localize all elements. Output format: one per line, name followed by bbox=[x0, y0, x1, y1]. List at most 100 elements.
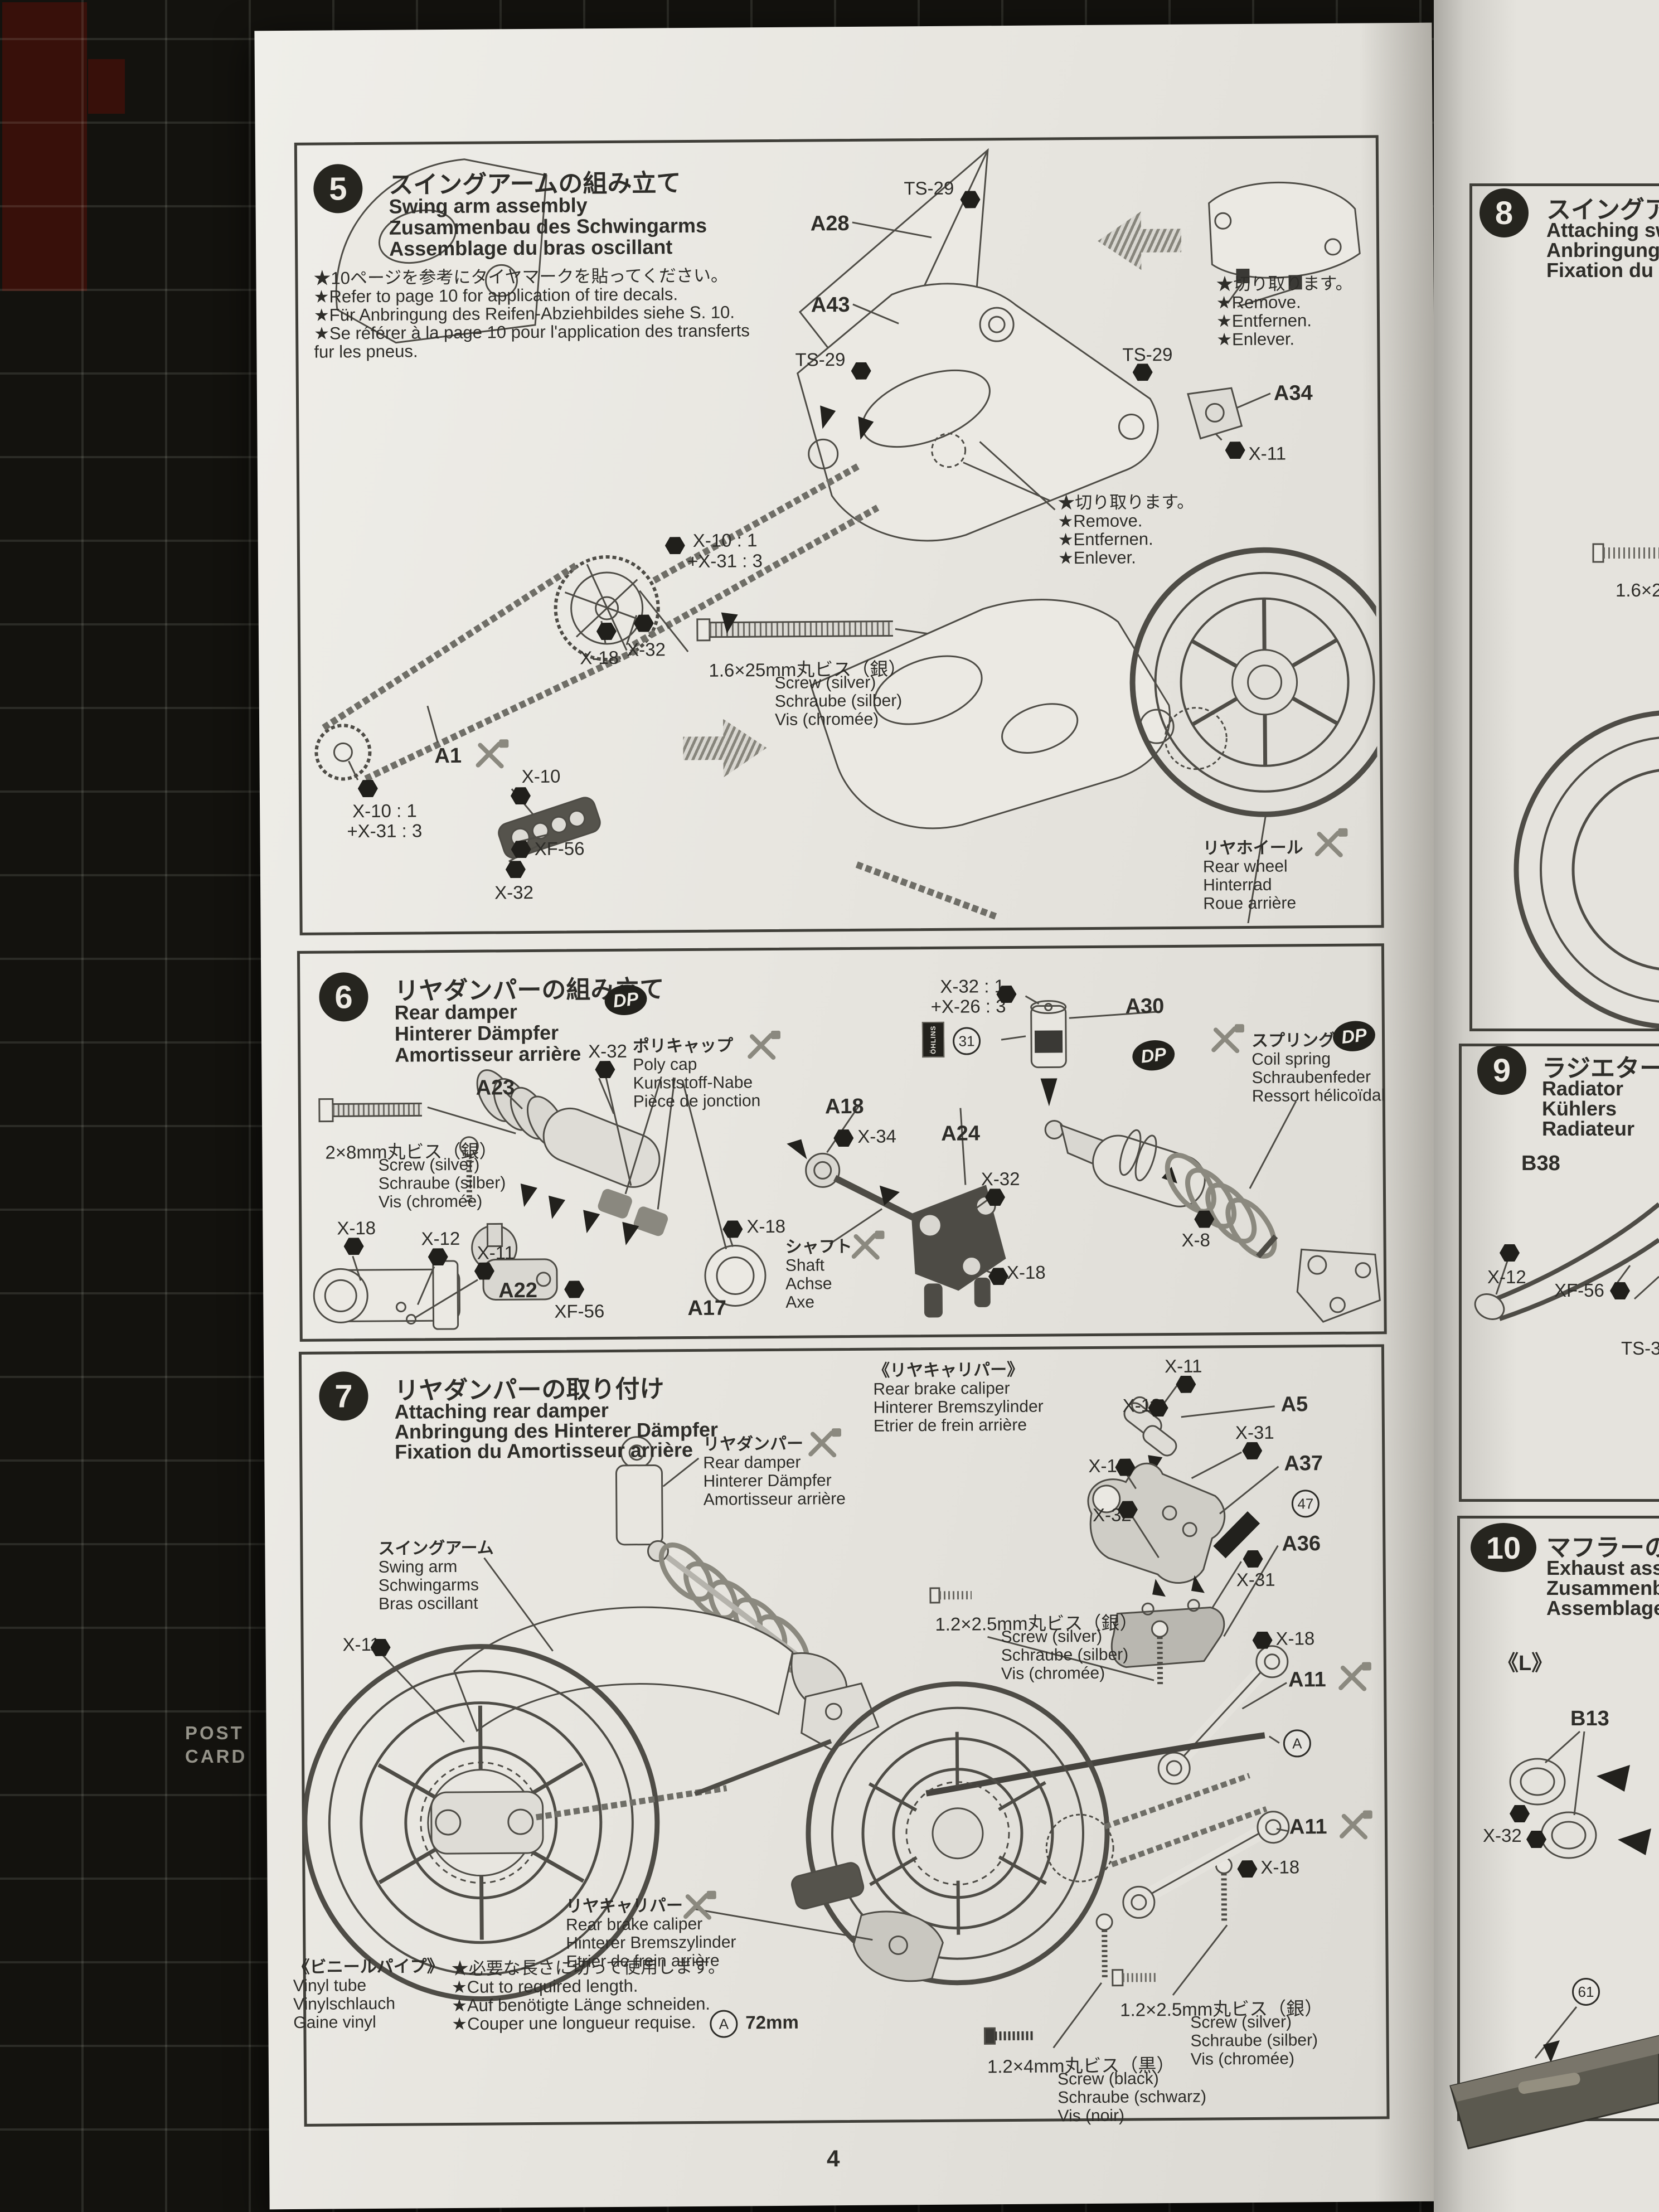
paint-label-x32: X-32 bbox=[981, 1168, 1020, 1190]
vinyl-tube-block: 《ビニールパイプ》 Vinyl tube Vinylschlauch Gaine… bbox=[293, 1957, 444, 2032]
shaft-jp: シャフト bbox=[785, 1237, 852, 1257]
circled-47-text: 47 bbox=[1297, 1495, 1314, 1512]
paint-label-x32: X-32 bbox=[1483, 1825, 1522, 1846]
paint-tools-icon bbox=[1314, 828, 1348, 857]
remove-line: ★切り取ります。 bbox=[1058, 492, 1195, 513]
paint-label-ts29: TS-29 bbox=[904, 177, 954, 199]
ohlins-text: ÖHLINS bbox=[929, 1025, 938, 1054]
paint-label-x34: X-34 bbox=[857, 1126, 897, 1147]
circled-31-text: 31 bbox=[958, 1032, 975, 1050]
paint-tools-icon bbox=[748, 1030, 781, 1060]
note-line: ★Se référer à la page 10 pour l'applicat… bbox=[314, 321, 750, 343]
paint-ratio-label: X-32 : 1 bbox=[940, 976, 1005, 997]
caliper-de: Hinterer Bremszylinder bbox=[566, 1933, 736, 1953]
part-label-a11: A11 bbox=[1288, 1668, 1326, 1692]
screw-en: Screw (silver) bbox=[1001, 1627, 1103, 1647]
step7-number: 7 bbox=[319, 1371, 368, 1421]
paint-label-ts30: TS-30 bbox=[1621, 1338, 1659, 1359]
remove-line: ★Entfernen. bbox=[1216, 311, 1312, 331]
step6-diagram bbox=[313, 995, 1381, 1330]
circled-a-length: A bbox=[710, 2010, 738, 2038]
step10-number-text: 10 bbox=[1486, 1530, 1521, 1565]
circled-a-text: A bbox=[1292, 1734, 1302, 1752]
circled-a-text: A bbox=[719, 2015, 729, 2032]
paint-label-x12: X-12 bbox=[421, 1228, 460, 1249]
note-line: ★Couper une longueur requise. bbox=[452, 2012, 696, 2034]
step7-number-text: 7 bbox=[334, 1377, 353, 1414]
part-label-a30: A30 bbox=[1125, 995, 1165, 1018]
spring-de: Schraubenfeder bbox=[1251, 1068, 1371, 1087]
rear-wheel-fr: Roue arrière bbox=[1203, 894, 1297, 913]
paint-label-xf56: XF-56 bbox=[1554, 1280, 1604, 1301]
remove-line: ★Remove. bbox=[1058, 511, 1143, 531]
part-label-a24: A24 bbox=[941, 1122, 981, 1146]
caliper-jp: 《リヤキャリパー》 bbox=[873, 1360, 1024, 1380]
paint-blob-icon bbox=[1610, 1282, 1630, 1299]
paint-tools-icon bbox=[808, 1428, 841, 1458]
paint-tools-icon bbox=[683, 1890, 716, 1920]
step9-title-de: Kühlers bbox=[1542, 1097, 1617, 1120]
shaft-en: Shaft bbox=[785, 1256, 825, 1275]
shaft-de: Achse bbox=[785, 1274, 832, 1293]
part-label-a36: A36 bbox=[1282, 1532, 1321, 1556]
screw-fr: Vis (noir) bbox=[1058, 2106, 1125, 2126]
step8-title-fr: Fixation du b bbox=[1546, 259, 1659, 282]
dp-text: DP bbox=[612, 988, 640, 1012]
paint-label-x32: X-32 bbox=[494, 881, 534, 903]
swingarm-de: Schwingarms bbox=[378, 1575, 479, 1595]
caliper-de: Hinterer Bremszylinder bbox=[873, 1397, 1044, 1417]
part-label-a23: A23 bbox=[476, 1076, 515, 1100]
damper-fr: Amortisseur arrière bbox=[703, 1490, 846, 1509]
paint-label-x32: X-32 bbox=[627, 639, 666, 660]
part-label-b13: B13 bbox=[1570, 1707, 1609, 1730]
l-side-mark: 《L》 bbox=[1497, 1652, 1553, 1675]
polycap-jp: ポリキャップ bbox=[633, 1036, 734, 1056]
paint-label-x18: X-18 bbox=[1006, 1262, 1046, 1283]
remove-line: ★Enlever. bbox=[1058, 547, 1136, 568]
paint-blob-icon bbox=[1526, 1831, 1546, 1848]
vinyl-en: Vinyl tube bbox=[293, 1976, 367, 1996]
paint-label-ts29: TS-29 bbox=[1122, 343, 1173, 365]
paint-label-x32: X-32 bbox=[588, 1040, 628, 1062]
step5-remove-note-1: ★切り取ります。 ★Remove. ★Entfernen. ★Enlever. bbox=[1216, 274, 1353, 350]
length-value: 72mm bbox=[745, 2011, 799, 2033]
paint-label-xf56: XF-56 bbox=[534, 838, 585, 859]
mat-postcard-print: POST CARD bbox=[185, 1721, 247, 1768]
part-label-a34: A34 bbox=[1273, 381, 1313, 405]
vinyl-de: Vinylschlauch bbox=[293, 1994, 396, 2014]
step5-notes: ★10ページを参考にタイヤマークを貼ってください。 ★Refer to page… bbox=[313, 265, 750, 362]
screw-de: Schraube (silber) bbox=[1001, 1645, 1129, 1665]
part-label-a17: A17 bbox=[687, 1296, 727, 1321]
page-number: 4 bbox=[826, 2145, 840, 2172]
postcard-line2: CARD bbox=[185, 1746, 248, 1767]
shaft-fr: Axe bbox=[785, 1293, 815, 1312]
remove-line: ★Remove. bbox=[1216, 292, 1301, 313]
rear-wheel-label-block: リヤホイール Rear wheel Hinterrad Roue arrière bbox=[1203, 838, 1304, 913]
screw-name-block: Screw (black) Schraube (schwarz) Vis (no… bbox=[1058, 2069, 1206, 2126]
paint-blob-icon bbox=[1510, 1805, 1530, 1822]
manual-right-page: 8 スイングア－ Attaching sw Anbringung Fixatio… bbox=[1434, 0, 1659, 2212]
step8-title-jp: スイングア－ bbox=[1546, 196, 1659, 224]
step5-number-text: 5 bbox=[328, 170, 347, 207]
paint-tools-icon bbox=[1211, 1024, 1244, 1054]
swingarm-fr: Bras oscillant bbox=[378, 1594, 478, 1613]
dp-text: DP bbox=[1340, 1024, 1368, 1048]
paint-ratio-label: +X-26 : 3 bbox=[930, 996, 1006, 1017]
step8-title-en: Attaching sw bbox=[1546, 219, 1659, 241]
screw-name-block: Screw (silver) Schraube (silber) Vis (ch… bbox=[1190, 2012, 1318, 2069]
step5-number: 5 bbox=[313, 164, 363, 214]
paint-ratio-label: +X-31 : 3 bbox=[347, 820, 423, 842]
note-line: ★10ページを参考にタイヤマークを貼ってください。 bbox=[313, 265, 729, 288]
circled-61-text: 61 bbox=[1578, 1983, 1594, 2000]
step9-box bbox=[1459, 1044, 1659, 1502]
remove-line: ★Enlever. bbox=[1216, 329, 1295, 350]
step6-number-text: 6 bbox=[334, 978, 353, 1015]
caliper-en: Rear brake caliper bbox=[873, 1379, 1010, 1399]
part-label-a18: A18 bbox=[824, 1094, 864, 1119]
step7-title-fr: Fixation du Amortisseur arrière bbox=[395, 1438, 693, 1463]
paint-label-xf56: XF-56 bbox=[554, 1301, 605, 1322]
paint-tools-icon bbox=[1340, 1810, 1372, 1840]
paint-label-x18: X-18 bbox=[1260, 1856, 1300, 1878]
part-label-a1: A1 bbox=[434, 744, 462, 768]
